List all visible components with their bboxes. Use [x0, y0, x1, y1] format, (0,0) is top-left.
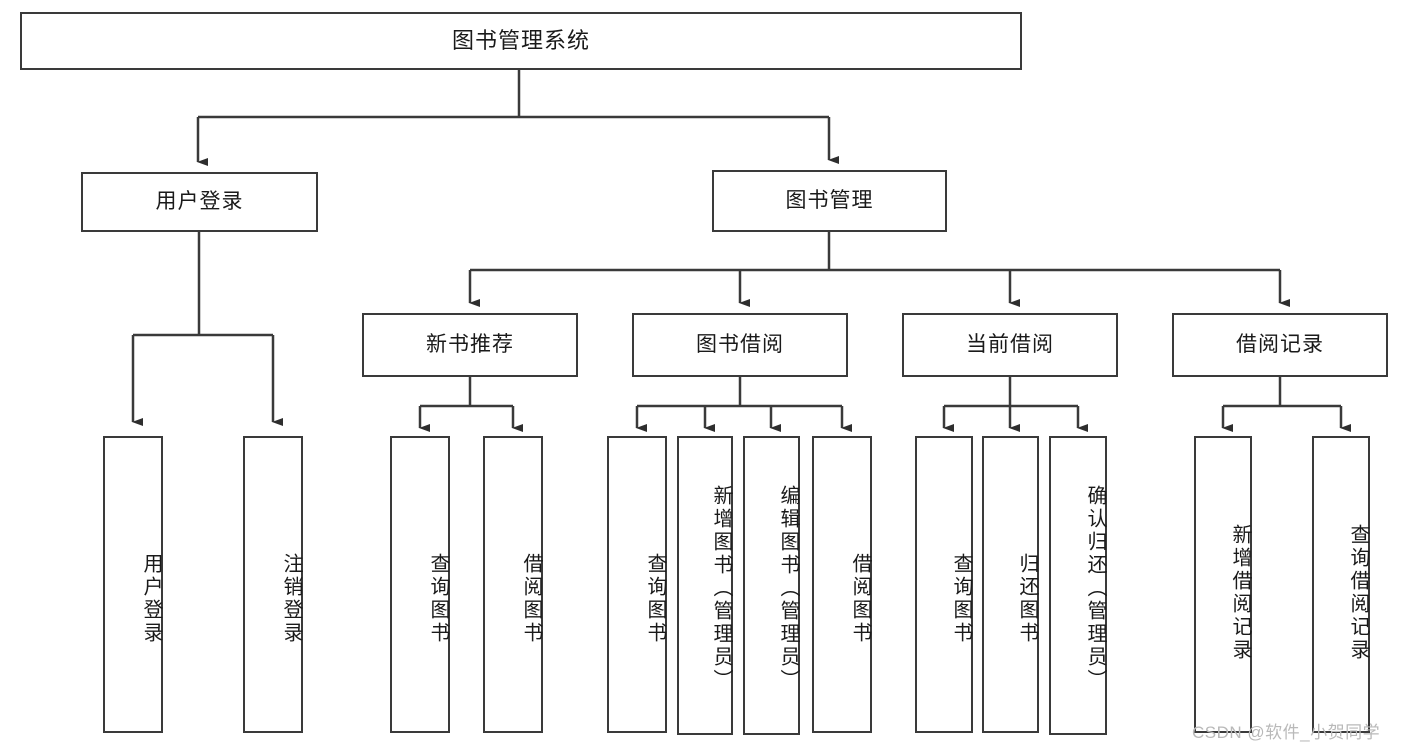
node-label: 查询借阅记录 — [1347, 523, 1369, 662]
csdn-watermark: CSDN @软件_小贺同学 — [1192, 723, 1381, 742]
node-label: 借阅记录 — [1236, 333, 1324, 357]
leaf-query-book-current[interactable]: 查询图书 — [915, 436, 973, 733]
leaf-borrow-book-recommend[interactable]: 借阅图书 — [483, 436, 543, 733]
leaf-edit-book-admin[interactable]: 编辑图书（管理员） — [743, 436, 800, 735]
node-label: 图书管理系统 — [451, 27, 590, 53]
node-label: 确认归还（管理员） — [1084, 485, 1106, 692]
node-label: 查询图书 — [644, 552, 666, 645]
leaf-logout-login[interactable]: 注销登录 — [243, 436, 303, 733]
node-book-management[interactable]: 图书管理 — [712, 170, 947, 232]
node-label: 新书推荐 — [426, 333, 514, 357]
node-current-borrow[interactable]: 当前借阅 — [902, 313, 1118, 377]
node-label: 借阅图书 — [520, 552, 542, 645]
node-label: 归还图书 — [1016, 552, 1038, 645]
node-label: 借阅图书 — [849, 552, 871, 645]
leaf-query-book-borrow[interactable]: 查询图书 — [607, 436, 667, 733]
node-borrow-record[interactable]: 借阅记录 — [1172, 313, 1388, 377]
node-label: 注销登录 — [280, 552, 302, 645]
node-label: 用户登录 — [155, 190, 244, 214]
node-label: 图书管理 — [785, 189, 874, 213]
node-new-book-recommend[interactable]: 新书推荐 — [362, 313, 578, 377]
node-book-borrow[interactable]: 图书借阅 — [632, 313, 848, 377]
node-label: 用户登录 — [140, 552, 162, 645]
node-label: 查询图书 — [427, 552, 449, 645]
leaf-add-borrow-record[interactable]: 新增借阅记录 — [1194, 436, 1252, 733]
node-root-system[interactable]: 图书管理系统 — [20, 12, 1022, 70]
node-label: 图书借阅 — [696, 333, 784, 357]
leaf-user-login[interactable]: 用户登录 — [103, 436, 163, 733]
node-label: 新增借阅记录 — [1229, 523, 1251, 662]
node-label: 编辑图书（管理员） — [777, 485, 799, 692]
leaf-add-book-admin[interactable]: 新增图书（管理员） — [677, 436, 733, 735]
leaf-return-book[interactable]: 归还图书 — [982, 436, 1039, 733]
node-user-login[interactable]: 用户登录 — [81, 172, 318, 232]
leaf-borrow-book[interactable]: 借阅图书 — [812, 436, 872, 733]
leaf-confirm-return-admin[interactable]: 确认归还（管理员） — [1049, 436, 1107, 735]
node-label: 当前借阅 — [966, 333, 1054, 357]
leaf-query-borrow-record[interactable]: 查询借阅记录 — [1312, 436, 1370, 733]
leaf-query-book-recommend[interactable]: 查询图书 — [390, 436, 450, 733]
node-label: 查询图书 — [950, 552, 972, 645]
node-label: 新增图书（管理员） — [710, 485, 732, 692]
